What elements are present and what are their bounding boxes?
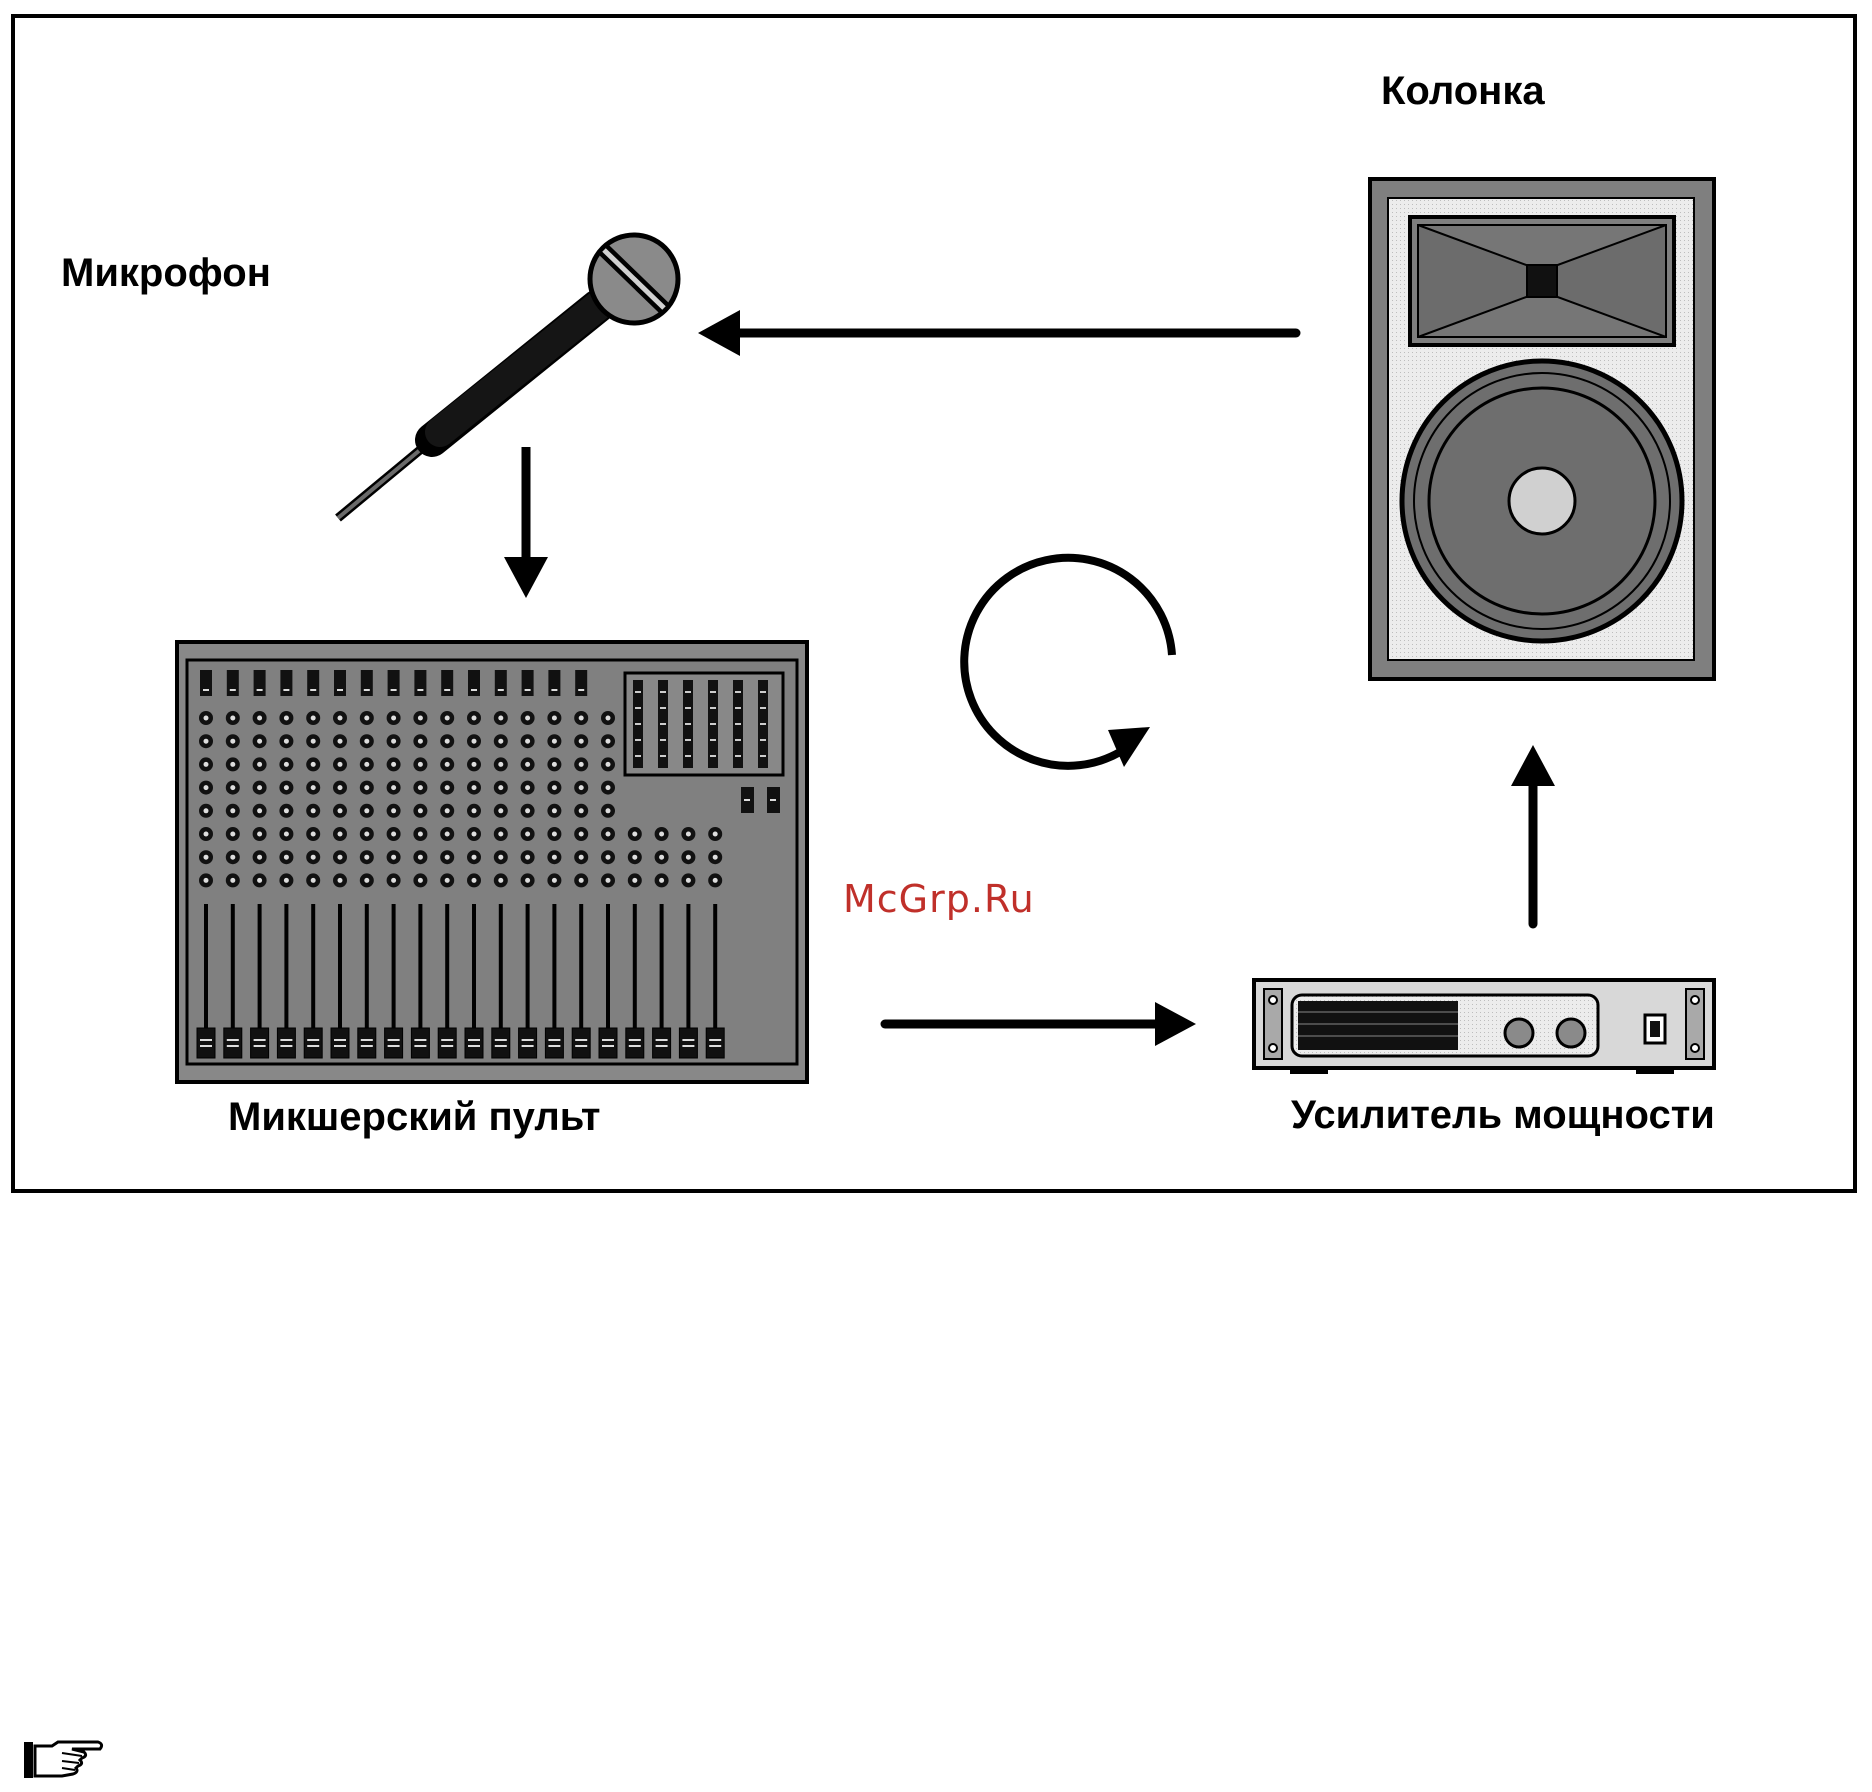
watermark-text: McGrp.Ru <box>843 877 1035 921</box>
amplifier-icon <box>1254 980 1714 1074</box>
microphone-icon <box>338 235 678 518</box>
pointing-hand-icon <box>22 1738 106 1784</box>
amplifier-label: Усилитель мощности <box>1291 1093 1715 1138</box>
arrow-mixer-to-amplifier <box>885 1002 1196 1046</box>
speaker-label: Колонка <box>1381 69 1545 114</box>
arrow-microphone-to-mixer <box>504 447 548 598</box>
speaker-icon <box>1370 179 1714 679</box>
microphone-label: Микрофон <box>61 251 271 296</box>
mixer-label: Микшерский пульт <box>228 1095 600 1140</box>
circular-arrow-icon <box>964 558 1172 767</box>
arrow-amplifier-to-speaker <box>1511 745 1555 924</box>
arrow-speaker-to-microphone <box>698 310 1296 356</box>
mixer-console-icon <box>177 642 807 1082</box>
